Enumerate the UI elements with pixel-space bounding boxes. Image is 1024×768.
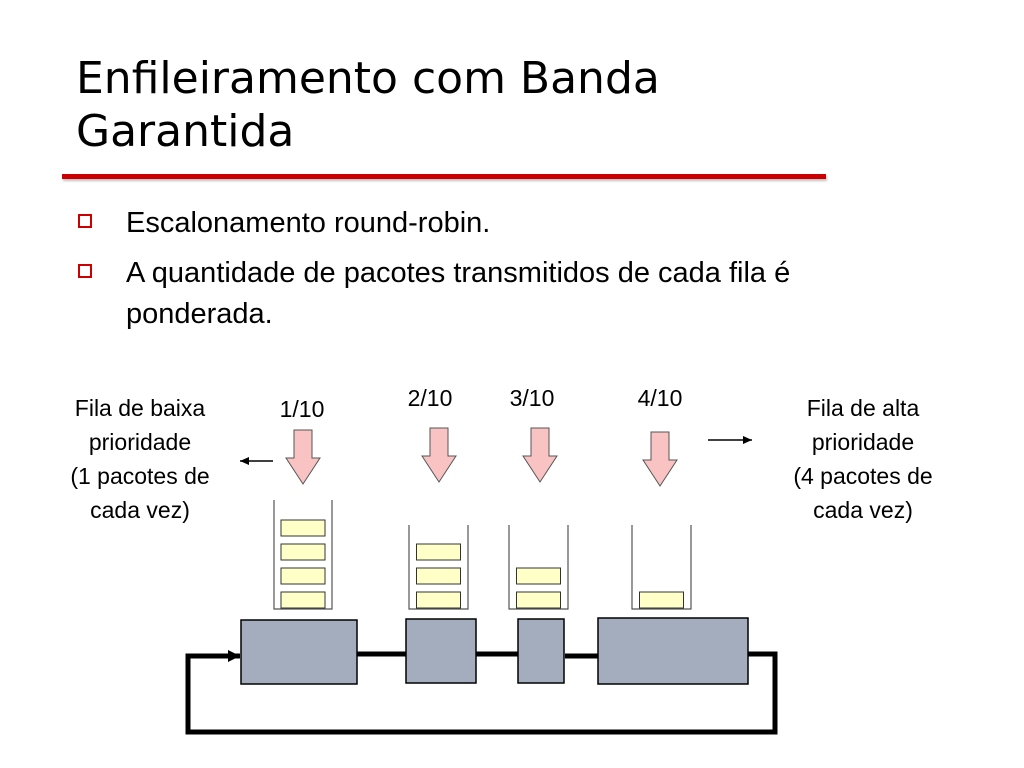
queue-4-container xyxy=(631,525,692,610)
queue-1-input-arrow-icon xyxy=(285,429,321,485)
queue-3-scheduler-block xyxy=(517,618,565,684)
bullet-text-2: A quantidade de pacotes transmitidos de … xyxy=(126,257,791,330)
queue-1-packet xyxy=(280,567,326,585)
high-priority-line-2: prioridade xyxy=(811,429,915,455)
queue-4-scheduler-block xyxy=(597,617,749,685)
bullet-item-2: A quantidade de pacotes transmitidos de … xyxy=(78,253,938,335)
queue-2-packet xyxy=(416,543,461,561)
title-underline xyxy=(62,174,826,179)
queue-3-packet xyxy=(516,591,561,609)
square-bullet-icon xyxy=(78,214,92,228)
queue-3-packet xyxy=(516,567,561,585)
low-priority-label: Fila de baixa prioridade (1 pacotes de c… xyxy=(48,391,232,527)
square-bullet-icon xyxy=(78,264,92,278)
queue-2-packet xyxy=(416,591,461,609)
queue-3-input-arrow-icon xyxy=(522,427,558,483)
high-priority-line-4: cada vez) xyxy=(813,497,913,523)
queue-1-packet xyxy=(280,543,326,561)
round-robin-loop-line xyxy=(185,654,778,735)
low-priority-line-4: cada vez) xyxy=(90,497,190,523)
bullet-item-1: Escalonamento round-robin. xyxy=(78,203,938,244)
queue-3-container xyxy=(508,525,569,610)
high-priority-label: Fila de alta prioridade (4 pacotes de ca… xyxy=(770,391,956,527)
queue-2-container xyxy=(408,525,469,610)
high-priority-line-3: (4 pacotes de xyxy=(793,463,933,489)
queue-3-weight: 3/10 xyxy=(509,385,555,411)
queue-2-input-arrow-icon xyxy=(421,427,457,483)
queue-1-weight: 1/10 xyxy=(279,396,325,422)
queue-4-weight: 4/10 xyxy=(637,385,683,411)
low-priority-line-2: prioridade xyxy=(88,429,192,455)
queue-1-packet xyxy=(280,519,326,537)
queue-2-scheduler-block xyxy=(405,618,477,684)
queue-1-scheduler-block xyxy=(240,619,358,685)
bullet-text-1: Escalonamento round-robin. xyxy=(126,207,491,239)
queue-4-input-arrow-icon xyxy=(642,431,678,487)
queue-2-weight: 2/10 xyxy=(407,385,453,411)
queue-4-packet xyxy=(639,591,684,609)
high-priority-line-1: Fila de alta xyxy=(806,395,920,421)
queue-1-container xyxy=(273,500,333,610)
queue-1-packet xyxy=(280,591,326,609)
queue-2-packet xyxy=(416,567,461,585)
low-priority-line-3: (1 pacotes de xyxy=(70,463,210,489)
low-priority-line-1: Fila de baixa xyxy=(74,395,206,421)
slide-title: Enfileiramento com Banda Garantida xyxy=(76,53,660,157)
